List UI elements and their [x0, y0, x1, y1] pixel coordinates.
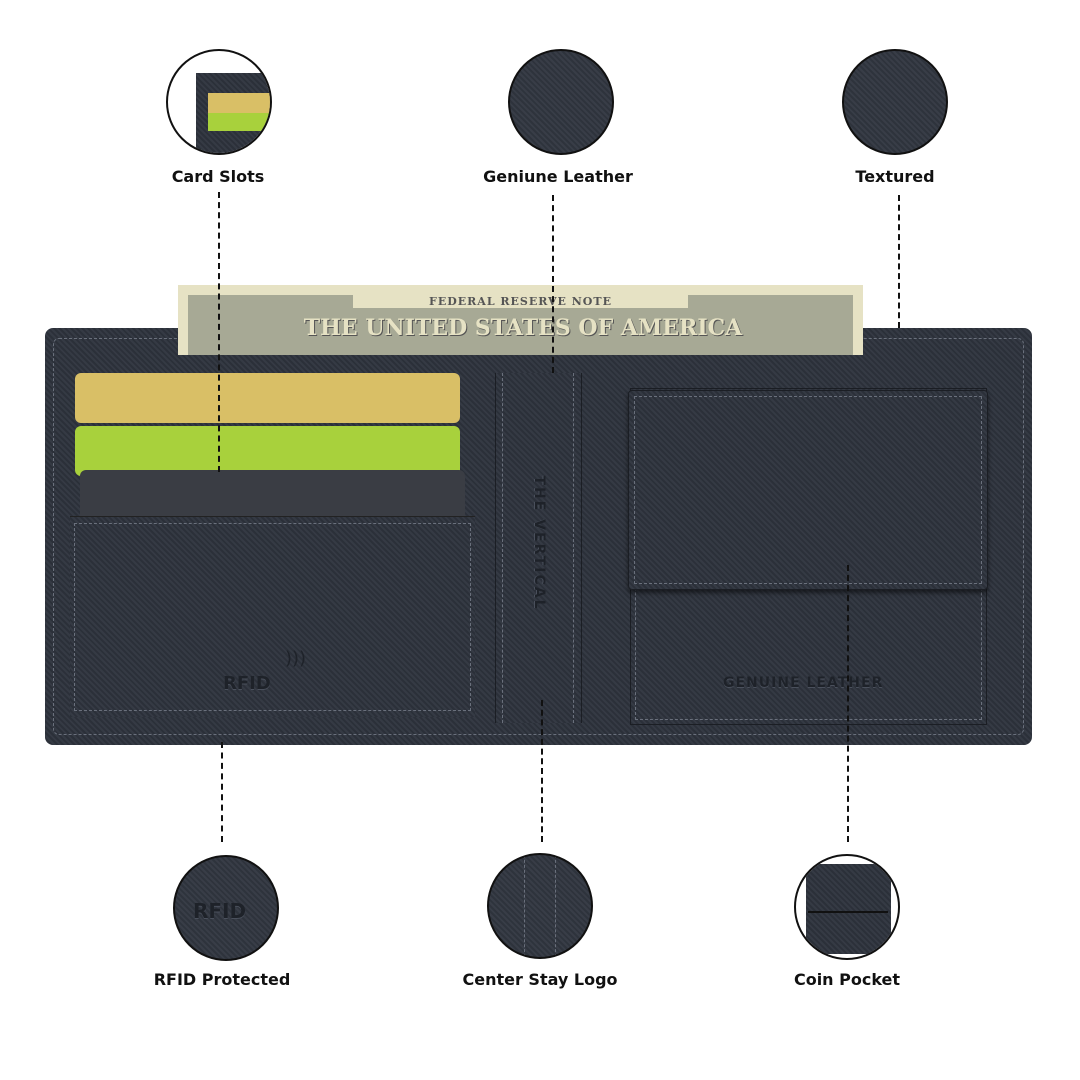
leader-center-logo — [541, 700, 543, 842]
bill-title: THE UNITED STATES OF AMERICA — [303, 315, 743, 341]
rfid-detail-emboss: RFID — [193, 899, 247, 923]
card-pocket — [70, 516, 475, 717]
dark-card — [80, 470, 465, 522]
green-card — [75, 426, 460, 476]
leather-detail-circle — [508, 49, 614, 155]
coin-emboss: GENUINE LEATHER — [723, 675, 884, 691]
label-genuine-leather: Geniune Leather — [483, 167, 633, 186]
leader-textured — [898, 195, 900, 328]
rfid-emboss: RFID — [223, 673, 271, 694]
center-stay: THE VERTICAL — [495, 373, 582, 723]
label-textured: Textured — [855, 167, 935, 186]
rfid-signal-icon: ))) — [285, 648, 307, 669]
center-logo-emboss: THE VERTICAL — [531, 475, 547, 611]
leader-genuine-leather — [552, 195, 554, 373]
label-rfid-protected: RFID Protected — [153, 970, 291, 989]
label-coin-pocket: Coin Pocket — [793, 970, 901, 989]
gold-card — [75, 373, 460, 423]
leader-card-slots — [218, 192, 220, 472]
leader-rfid — [221, 742, 223, 842]
rfid-detail-circle: RFID — [173, 855, 279, 961]
texture-detail-circle — [842, 49, 948, 155]
label-center-stay-logo: Center Stay Logo — [462, 970, 618, 989]
card-slots-detail-circle — [166, 49, 272, 155]
dollar-bill: FEDERAL RESERVE NOTE THE UNITED STATES O… — [178, 285, 863, 355]
bill-header: FEDERAL RESERVE NOTE — [353, 295, 688, 308]
center-logo-detail-circle — [487, 853, 593, 959]
coin-pocket-detail-circle — [794, 854, 900, 960]
wallet: RFID ))) THE VERTICAL GENUINE LEATHER — [45, 328, 1032, 745]
coin-pocket-flap — [628, 390, 988, 590]
label-card-slots: Card Slots — [171, 167, 265, 186]
leader-coin-pocket — [847, 565, 849, 842]
